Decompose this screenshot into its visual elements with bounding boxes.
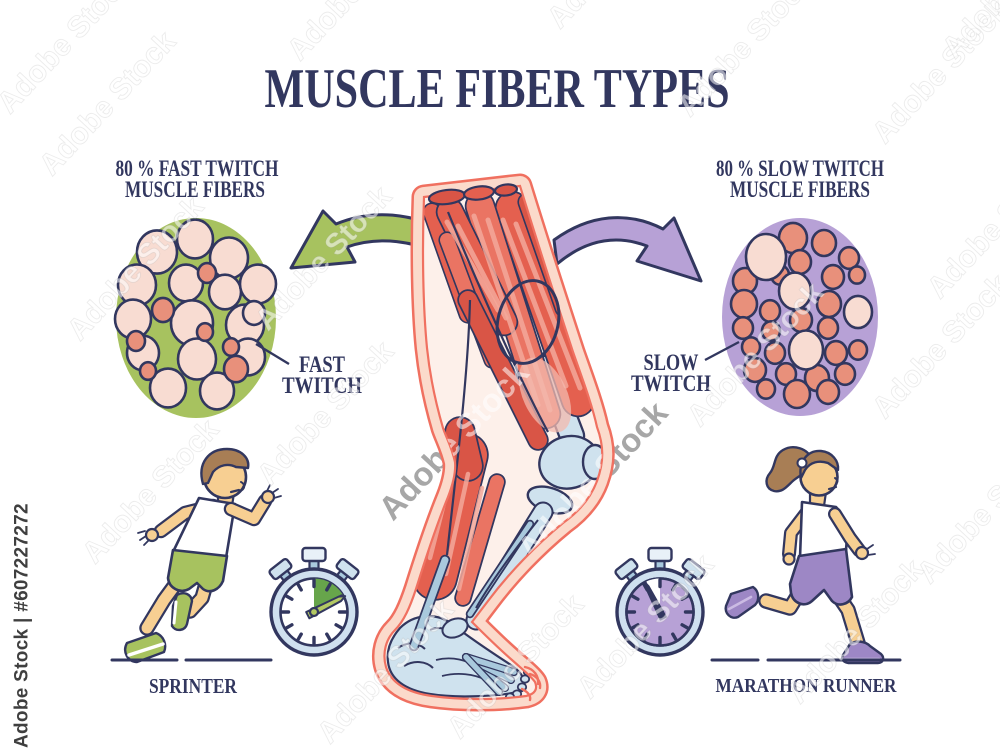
svg-text:FAST: FAST [299,352,345,377]
svg-text:MARATHON RUNNER: MARATHON RUNNER [716,675,897,697]
svg-text:MUSCLE FIBERS: MUSCLE FIBERS [730,177,870,202]
svg-text:TWITCH: TWITCH [631,371,711,396]
svg-text:80 % FAST TWITCH: 80 % FAST TWITCH [116,156,279,181]
svg-text:MUSCLE FIBER TYPES: MUSCLE FIBER TYPES [265,58,730,120]
svg-text:SLOW: SLOW [644,350,699,375]
svg-text:MUSCLE FIBERS: MUSCLE FIBERS [125,177,265,202]
svg-text:Adobe Stock | #607227272: Adobe Stock | #607227272 [12,503,33,748]
svg-text:SPRINTER: SPRINTER [149,674,238,698]
svg-text:80 % SLOW TWITCH: 80 % SLOW TWITCH [716,156,884,181]
svg-text:TWITCH: TWITCH [282,373,362,398]
